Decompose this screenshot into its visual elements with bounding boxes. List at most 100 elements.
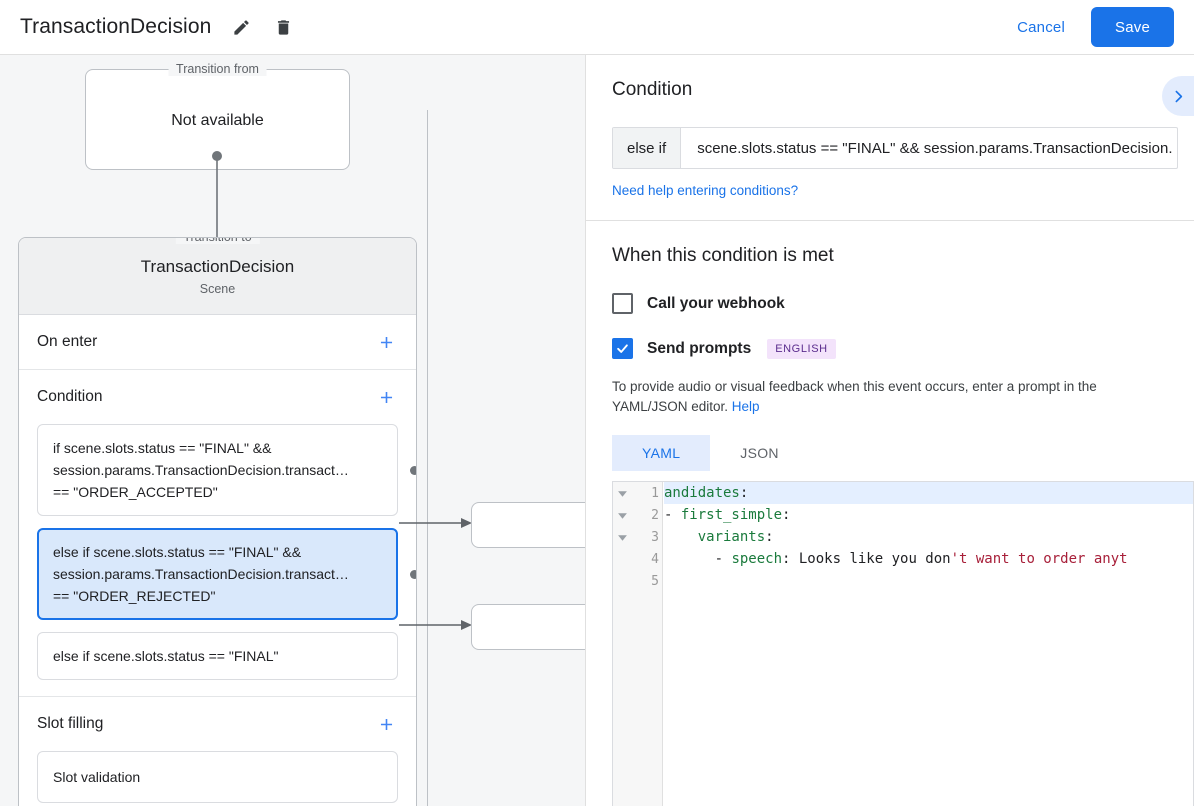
send-prompts-label: Send prompts (647, 339, 752, 357)
condition-line: == "ORDER_REJECTED" (53, 588, 216, 604)
condition-line: else if scene.slots.status == "FINAL" (53, 648, 279, 664)
code-line[interactable]: andidates: (664, 482, 1193, 504)
cancel-button[interactable]: Cancel (1001, 11, 1081, 44)
editor-code-area[interactable]: andidates:- first_simple: variants: - sp… (664, 482, 1193, 806)
condition-heading: Condition (612, 79, 693, 100)
transition-from-value: Not available (171, 112, 264, 129)
line-number: 4 (651, 551, 659, 567)
target-node-1[interactable] (471, 502, 586, 548)
section-title-condition: Condition (37, 388, 103, 405)
webhook-checkbox-row[interactable]: Call your webhook (612, 293, 1168, 314)
condition-item-selected[interactable]: else if scene.slots.status == "FINAL" &&… (37, 528, 416, 620)
canvas-vertical-rail (427, 110, 428, 806)
transition-to-legend: Transition to (175, 238, 260, 244)
page-title: TransactionDecision (20, 15, 212, 38)
code-token: - (664, 551, 732, 567)
plus-icon[interactable] (374, 385, 398, 409)
code-token: andidates (664, 485, 740, 501)
chevron-right-icon[interactable] (1162, 76, 1194, 116)
trash-icon[interactable] (269, 13, 297, 41)
code-token: : (782, 507, 791, 523)
plus-icon-glyph (380, 391, 392, 403)
section-header: Condition (37, 370, 398, 424)
editor-gutter: 1 2 3 4 5 (613, 482, 663, 806)
section-header: Slot filling (37, 697, 398, 751)
code-line[interactable] (664, 570, 1193, 592)
plus-icon-glyph (380, 336, 392, 348)
panel-divider (585, 55, 586, 806)
section-header: On enter (37, 315, 398, 369)
call-your-webhook-label: Call your webhook (647, 294, 785, 312)
code-token: : (739, 485, 749, 501)
help-link[interactable]: Help (731, 399, 760, 414)
code-token: variants (697, 529, 766, 545)
code-token: first_simple (680, 507, 783, 523)
connection-port[interactable] (410, 570, 416, 579)
tab-json[interactable]: JSON (740, 445, 779, 461)
plus-icon[interactable] (374, 712, 398, 736)
condition-expression-input[interactable]: scene.slots.status == "FINAL" && session… (697, 139, 1173, 157)
flow-canvas[interactable]: Transition from Not available Transition… (0, 55, 586, 806)
when-condition-met-heading: When this condition is met (612, 245, 834, 266)
save-button[interactable]: Save (1091, 7, 1174, 47)
when-condition-met-section: When this condition is met Call your web… (586, 221, 1194, 806)
connection-port[interactable] (410, 466, 416, 475)
code-line[interactable]: - first_simple: (664, 504, 1193, 526)
need-help-entering-conditions-link[interactable]: Need help entering conditions? (612, 183, 799, 198)
scene-card[interactable]: Transition to TransactionDecision Scene … (18, 237, 417, 806)
checkmark-icon (617, 344, 628, 353)
code-token: - (664, 507, 681, 523)
scene-subtitle: Scene (199, 281, 236, 296)
condition-operator-label: else if (613, 128, 682, 168)
condition-line: else if scene.slots.status == "FINAL" && (53, 544, 302, 560)
trash-icon-glyph (277, 19, 289, 35)
target-node-2[interactable] (471, 604, 586, 650)
tab-yaml[interactable]: YAML (612, 435, 711, 471)
code-token (664, 529, 698, 545)
caret-down-icon[interactable] (613, 510, 631, 521)
pencil-icon[interactable] (227, 13, 255, 41)
chevron-right-icon-glyph (1175, 90, 1182, 102)
plus-icon[interactable] (374, 330, 398, 354)
send-prompts-checkbox-row[interactable]: Send prompts ENGLISH (612, 338, 1168, 359)
language-badge: ENGLISH (767, 338, 836, 359)
section-slot-filling: Slot filling Slot validation (19, 697, 416, 806)
prompt-help-text: To provide audio or visual feedback when… (612, 377, 1168, 417)
details-panel: Condition else if scene.slots.status == … (586, 55, 1194, 806)
section-title-on-enter: On enter (37, 333, 98, 350)
top-bar: TransactionDecision Cancel Save (0, 0, 1194, 55)
gutter-line: 3 (613, 526, 662, 548)
caret-down-icon[interactable] (613, 488, 631, 499)
line-number: 3 (651, 529, 659, 545)
condition-line: if scene.slots.status == "FINAL" && (53, 440, 272, 456)
condition-input-row[interactable]: else if scene.slots.status == "FINAL" &&… (612, 127, 1178, 169)
code-line[interactable]: variants: (664, 526, 1193, 548)
call-your-webhook-checkbox[interactable] (612, 293, 633, 314)
line-number: 5 (651, 573, 659, 589)
scene-title: TransactionDecision (140, 256, 295, 276)
connector-arrow-right-2 (399, 620, 472, 630)
condition-line: == "ORDER_ACCEPTED" (53, 484, 218, 500)
gutter-line: 2 (613, 504, 662, 526)
slot-validation-item[interactable]: Slot validation (37, 751, 398, 803)
gutter-line: 1 (613, 482, 662, 504)
scene-header: TransactionDecision Scene (19, 238, 416, 315)
line-number: 1 (651, 485, 659, 501)
caret-down-icon[interactable] (613, 532, 631, 543)
gutter-line: 4 (613, 548, 662, 570)
send-prompts-checkbox[interactable] (612, 338, 633, 359)
connector-arrow-right-1 (399, 518, 472, 528)
condition-item[interactable]: if scene.slots.status == "FINAL" && sess… (37, 424, 416, 516)
condition-section: Condition else if scene.slots.status == … (586, 55, 1194, 221)
code-line[interactable]: - speech: Looks like you don't want to o… (664, 548, 1193, 570)
line-number: 2 (651, 507, 659, 523)
condition-item[interactable]: else if scene.slots.status == "FINAL" (37, 632, 398, 680)
top-bar-actions: Cancel Save (1001, 7, 1174, 47)
code-token: Looks like you don (798, 551, 951, 567)
code-token: : (782, 551, 799, 567)
section-on-enter: On enter (19, 315, 416, 370)
code-token: : (765, 529, 774, 545)
plus-icon-glyph (380, 718, 392, 730)
prompt-help-sentence: To provide audio or visual feedback when… (612, 379, 1097, 414)
